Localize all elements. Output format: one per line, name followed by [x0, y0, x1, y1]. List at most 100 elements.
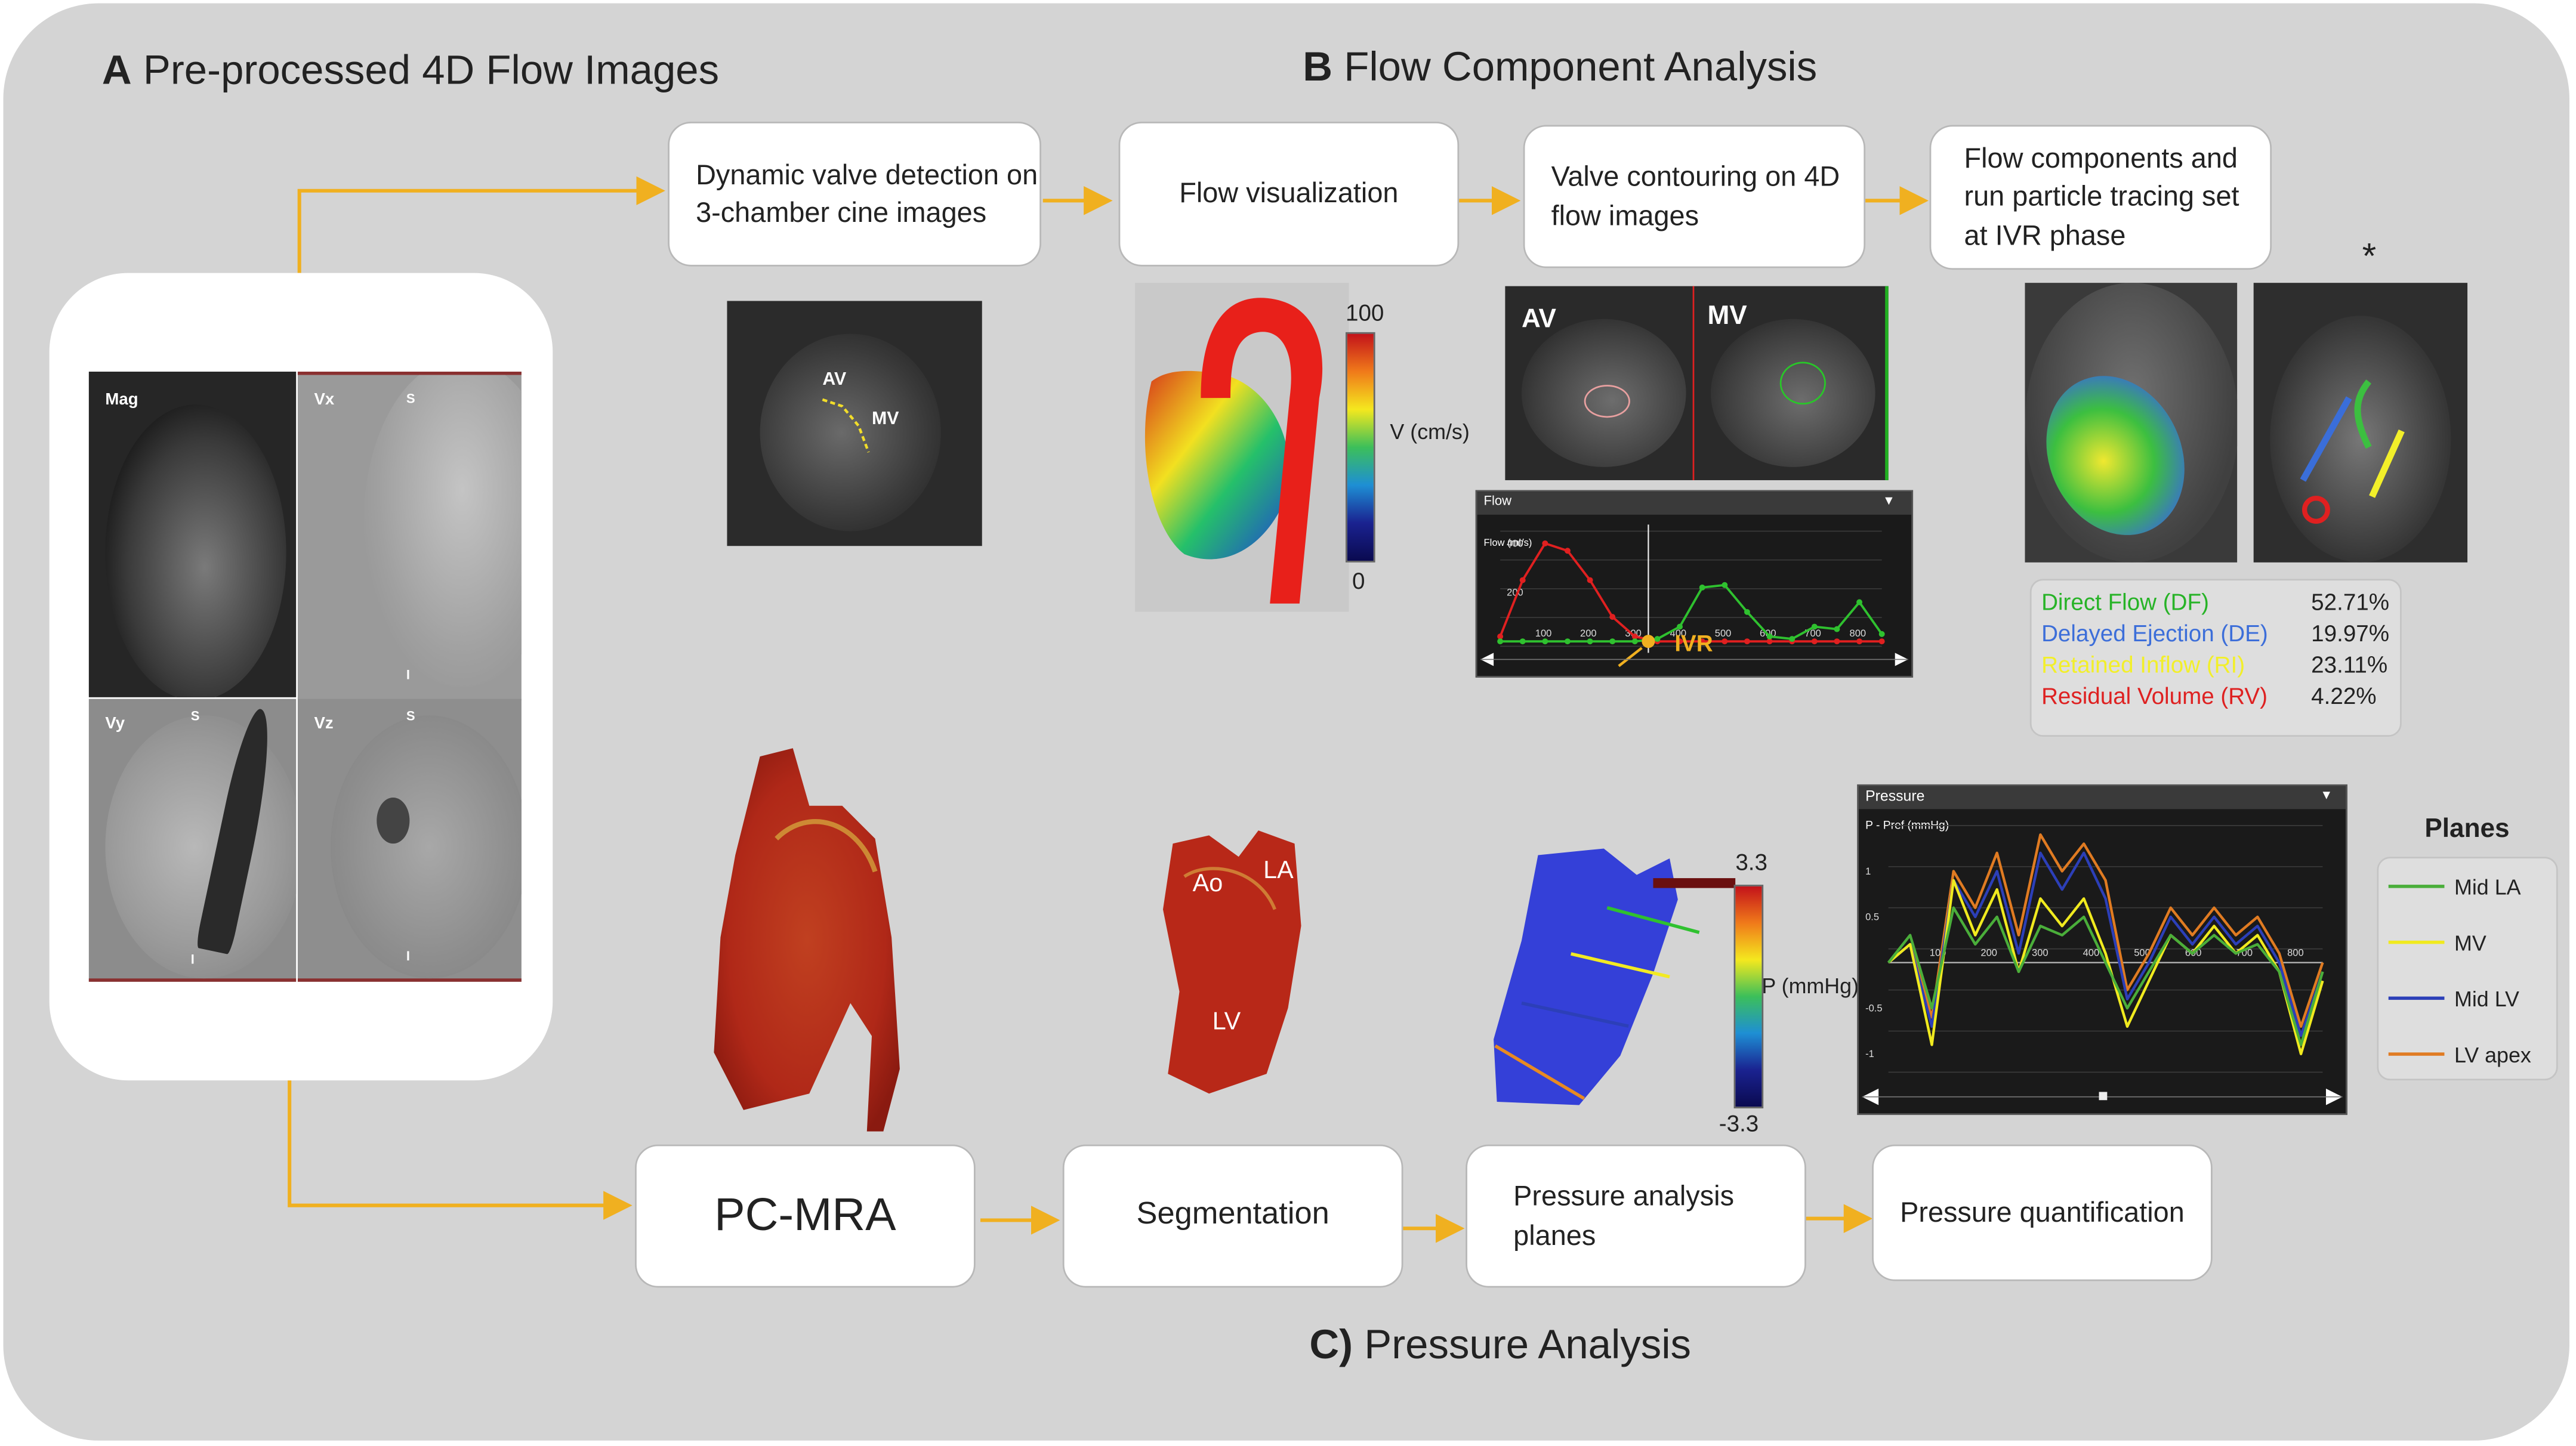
segmentation-render: Ao LA LV — [1159, 827, 1307, 1099]
x-tick-label: 300 — [2032, 947, 2049, 959]
flow-point — [1654, 636, 1661, 642]
header-b: B Flow Component Analysis — [1303, 44, 1818, 91]
y-tick-label: -0.5 — [1865, 1003, 1883, 1014]
x-tick-label: 700 — [1804, 628, 1821, 639]
legend-swatch — [2388, 996, 2445, 1000]
pressure-unit: P (mmHg) — [1761, 973, 1859, 999]
step-pressure-quantification: Pressure quantification — [1872, 1144, 2213, 1281]
component-value: 19.97% — [2311, 620, 2390, 647]
flow-point — [1766, 633, 1773, 639]
pressure-chart-ylabel: P - Pref (mmHg) — [1865, 820, 1949, 832]
y-tick-label: 400 — [1507, 537, 1523, 549]
flow-point — [1609, 638, 1616, 645]
legend-label: Mid LV — [2454, 985, 2519, 1011]
velocity-min: 0 — [1352, 567, 1365, 594]
step-valve-contouring: Valve contouring on 4D flow images — [1523, 125, 1866, 268]
header-a: A Pre-processed 4D Flow Images — [101, 47, 720, 94]
flow-point — [1789, 636, 1796, 642]
flow-series-line — [1500, 583, 1883, 643]
arrow-to-pc-mra — [288, 1080, 633, 1220]
arrow-to-valve-detection — [297, 176, 665, 273]
flow-point — [1834, 638, 1840, 645]
step-flow-visualization: Flow visualization — [1118, 121, 1460, 267]
flow-chart-ylabel: Flow (ml/s) — [1483, 539, 1532, 549]
flow-chart-dropdown-icon[interactable]: ▾ — [1885, 492, 1893, 508]
pressure-min: -3.3 — [1719, 1110, 1759, 1136]
components-table: Direct Flow (DF) Delayed Ejection (DE) Ret… — [2029, 579, 2402, 737]
flow-point — [1631, 638, 1638, 645]
flow-point — [1878, 631, 1885, 637]
flow-point — [1677, 638, 1683, 645]
planes-legend-item: MV — [2388, 928, 2486, 957]
component-name: Residual Volume (RV) — [2041, 682, 2268, 709]
av-contour-image: AV — [1505, 286, 1695, 480]
flow-point — [1744, 608, 1750, 615]
flow-point — [1856, 599, 1863, 605]
legend-swatch — [2388, 885, 2445, 888]
flow-series-line — [1499, 542, 1882, 643]
flow-point — [1699, 638, 1705, 645]
x-tick-label: 200 — [1980, 947, 1997, 959]
planes-legend-item: Mid LA — [2388, 872, 2521, 901]
flow-point — [1587, 638, 1593, 645]
flow-point — [1834, 626, 1840, 632]
x-tick-label: 100 — [1535, 628, 1552, 639]
ivr-arrow — [1618, 647, 1643, 668]
x-tick-label: 800 — [2287, 947, 2304, 959]
step-pressure-planes: Pressure analysis planes — [1466, 1144, 1806, 1288]
pressure-planes-render — [1489, 842, 1736, 1113]
flow-point — [1565, 548, 1571, 554]
component-name: Retained Inflow (RI) — [2041, 651, 2245, 678]
pressure-chart-title: Pressure — [1865, 787, 1925, 805]
legend-label: Mid LA — [2454, 874, 2521, 899]
flow-point — [1587, 577, 1593, 583]
mri-vx: Vx S I — [297, 372, 522, 701]
flow-point — [1542, 540, 1548, 546]
planes-legend: Mid LA MV Mid LV LV apex — [2377, 857, 2558, 1081]
component-value: 4.22% — [2311, 682, 2377, 709]
pressure-chart-dropdown-icon[interactable]: ▾ — [2322, 786, 2330, 803]
flow-point — [1856, 638, 1863, 645]
planes-legend-item: LV apex — [2388, 1039, 2531, 1069]
mri-vy: Vy S I — [88, 699, 297, 982]
flow-point — [1766, 638, 1773, 645]
pressure-series-line — [1887, 851, 2324, 1037]
x-tick-label: 800 — [1850, 628, 1867, 639]
flow-point — [1497, 638, 1504, 645]
scroll-thumb — [2099, 1092, 2108, 1101]
y-tick-label: 0.5 — [1865, 912, 1879, 923]
planes-legend-item: Mid LV — [2388, 984, 2519, 1014]
flow-point — [1811, 623, 1818, 630]
component-name: Direct Flow (DF) — [2041, 588, 2209, 616]
x-tick-label: 200 — [1580, 628, 1597, 639]
x-tick-label: 500 — [1715, 628, 1732, 639]
flow-point — [1811, 638, 1818, 645]
flow-point — [1565, 638, 1571, 645]
component-value: 52.71% — [2311, 588, 2390, 616]
pressure-series-line — [1887, 906, 2324, 1046]
cine-3-chamber-image: AV MV — [727, 301, 982, 546]
flow-point — [1497, 633, 1504, 639]
flow-point — [1722, 582, 1728, 588]
mri-vz: Vz S I — [297, 699, 522, 982]
header-c: C) Pressure Analysis — [1309, 1322, 1692, 1368]
flow-point — [1519, 577, 1526, 583]
pressure-series-line — [1887, 879, 2324, 1055]
flow-point — [1542, 638, 1548, 645]
pressure-max: 3.3 — [1735, 848, 1767, 875]
legend-swatch — [2388, 1052, 2445, 1056]
pc-mra-render — [711, 740, 928, 1135]
flow-point — [1677, 623, 1683, 630]
legend-label: LV apex — [2454, 1042, 2531, 1067]
velocity-colorbar — [1345, 332, 1375, 563]
component-name: Delayed Ejection (DE) — [2041, 620, 2268, 647]
mv-contour-image: MV — [1694, 286, 1889, 480]
flow-point — [1878, 638, 1885, 645]
velocity-unit: V (cm/s) — [1390, 419, 1470, 444]
particle-tracing-image — [2025, 283, 2238, 563]
velocity-max: 100 — [1345, 299, 1384, 326]
